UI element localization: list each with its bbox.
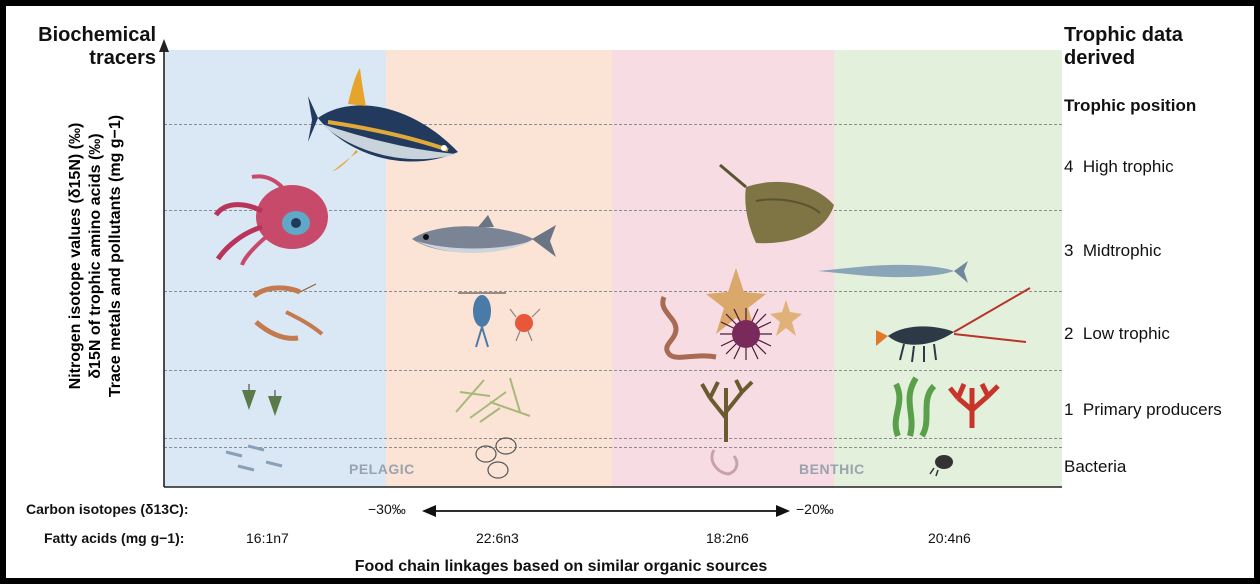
fatty-acids-label: Fatty acids (mg g−1):	[44, 530, 184, 546]
fatty-acid-value-4: 20:4n6	[928, 530, 971, 546]
fatty-acid-value-3: 18:2n6	[706, 530, 749, 546]
caption: Food chain linkages based on similar org…	[6, 558, 1116, 576]
fatty-acid-value-1: 16:1n7	[246, 530, 289, 546]
figure: Biochemical tracers Trophic data derived…	[6, 6, 1254, 578]
carbon-range-arrow	[6, 6, 1254, 578]
fatty-acid-value-2: 22:6n3	[476, 530, 519, 546]
